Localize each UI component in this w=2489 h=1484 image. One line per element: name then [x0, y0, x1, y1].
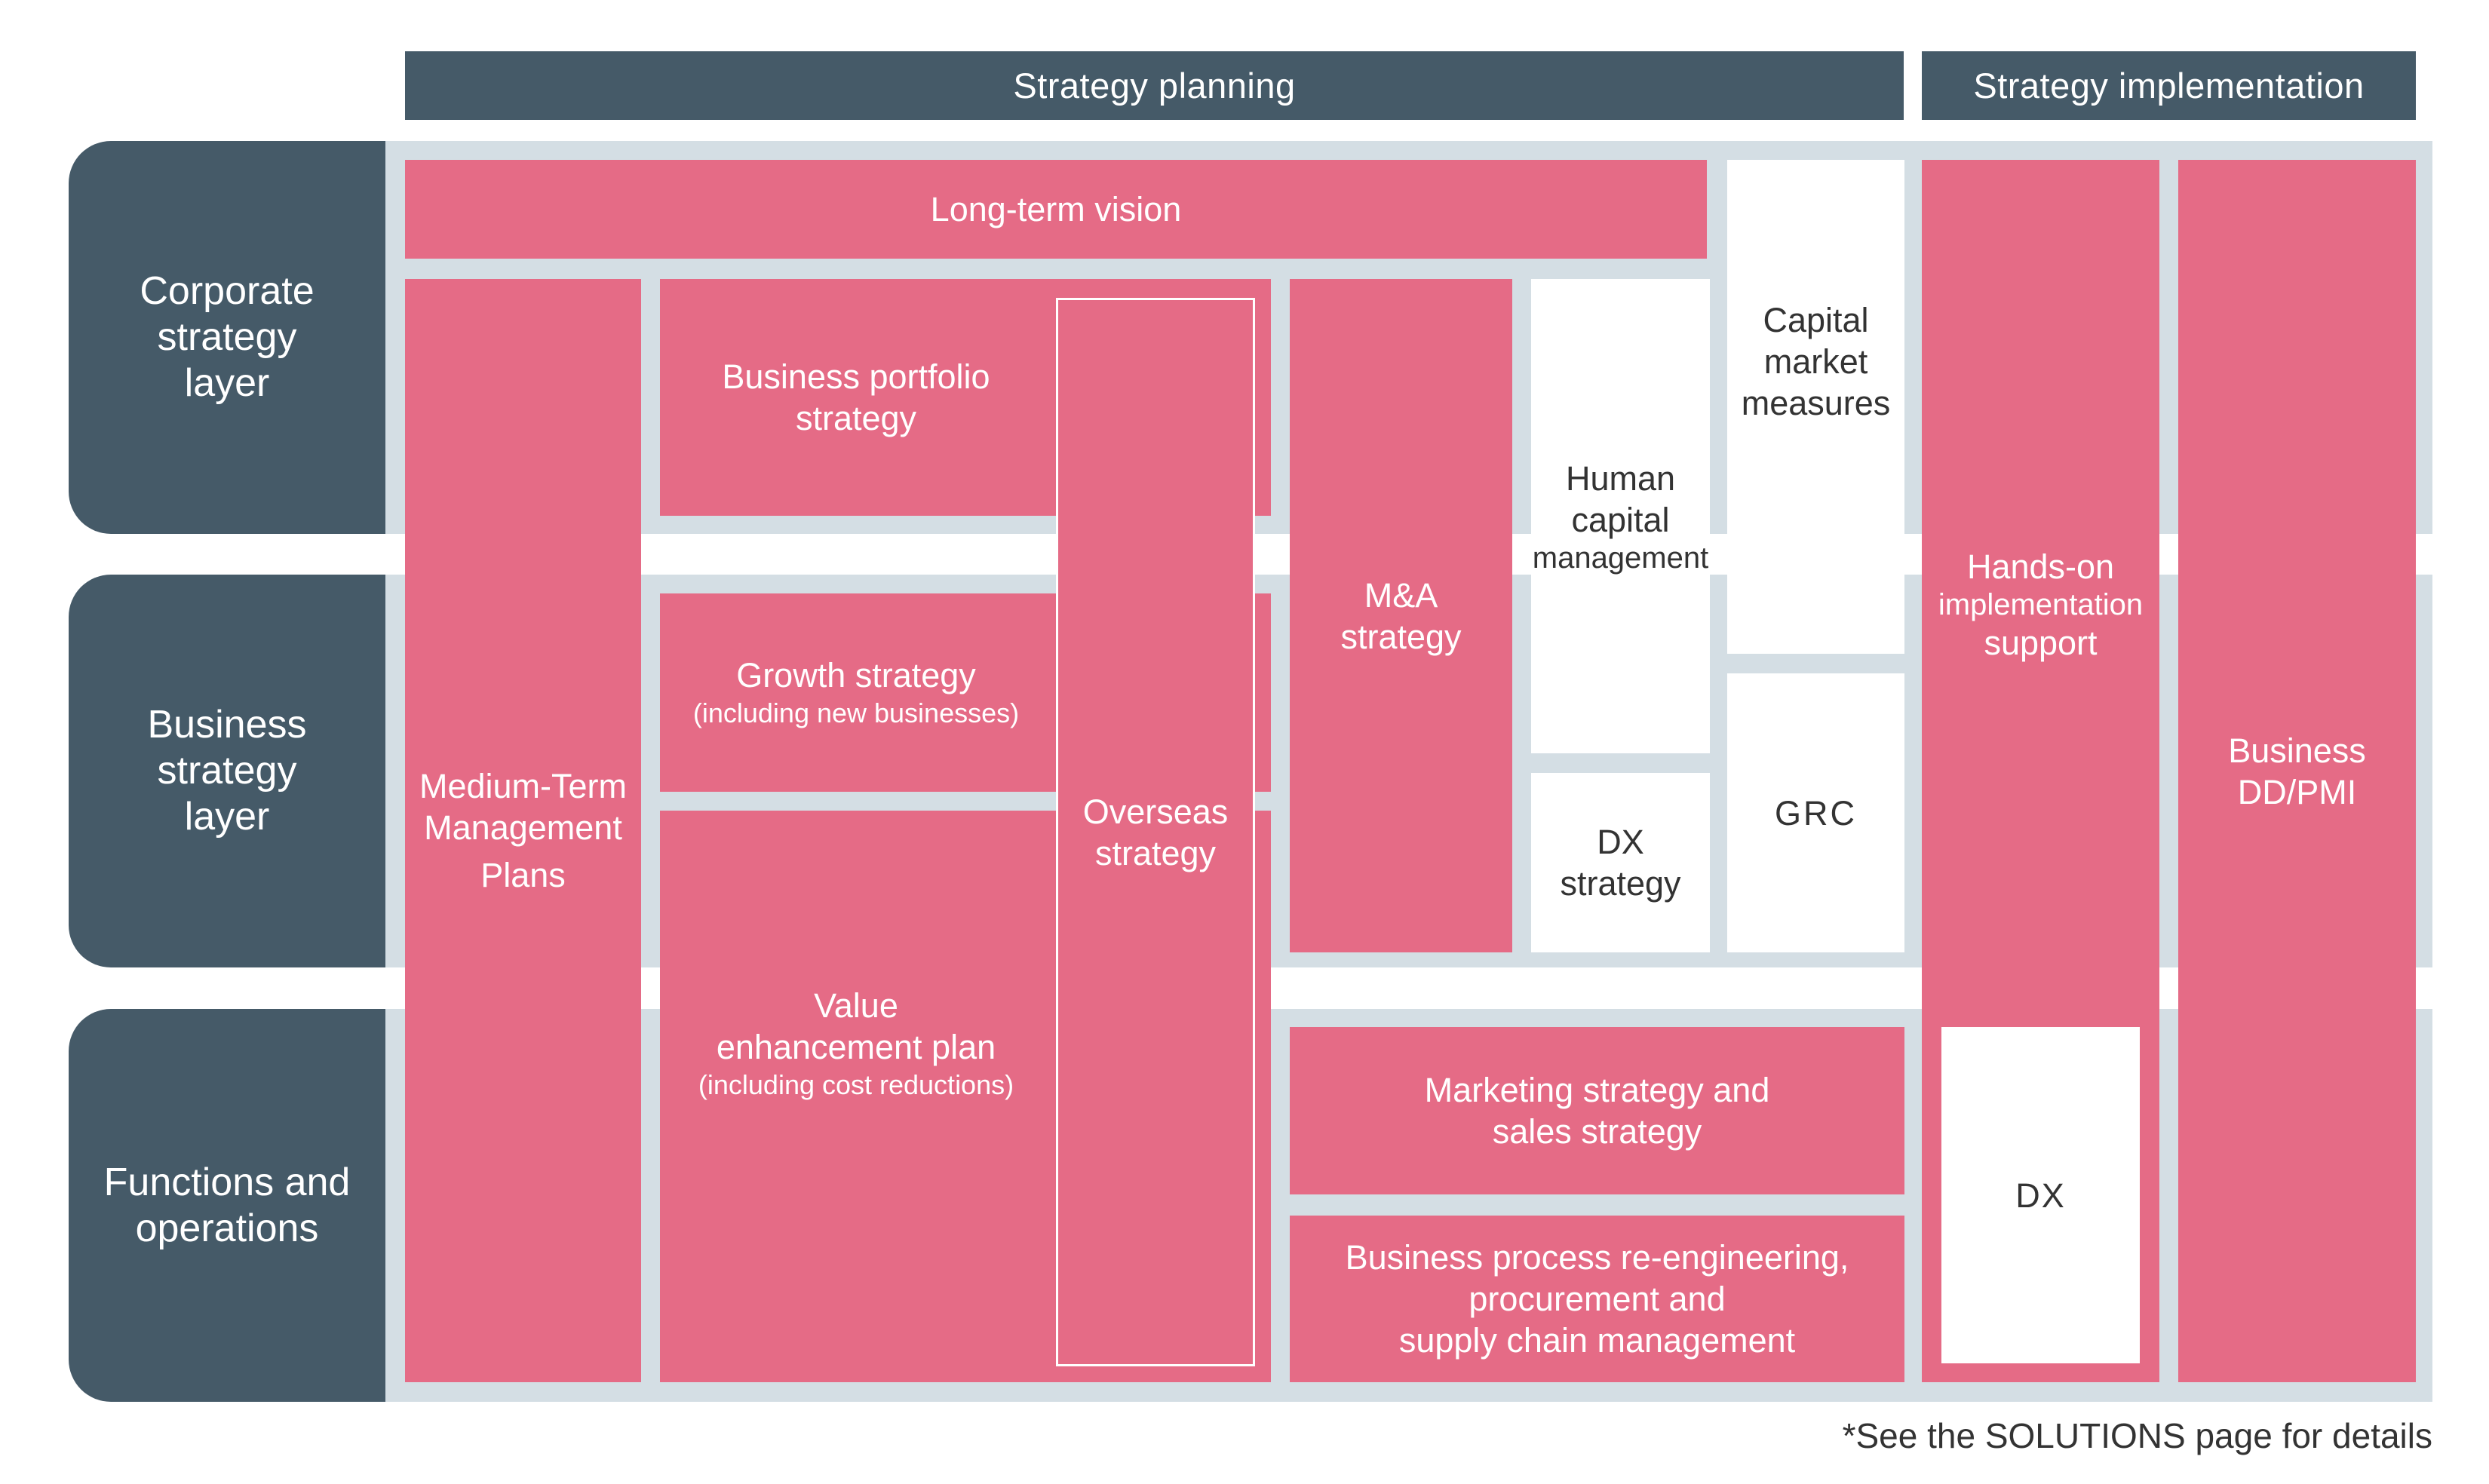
functions-layer-line: operations [135, 1206, 319, 1250]
business-dd-pmi-box: Business DD/PMI [2178, 160, 2416, 1382]
overseas-strategy-line: Overseas [1082, 792, 1229, 831]
functions-layer-line: Functions and [103, 1160, 351, 1204]
strategy-implementation-header: Strategy implementation [1922, 51, 2416, 120]
corporate-strategy-layer-label: Corporate strategy layer [69, 141, 385, 534]
human-capital-line: Human [1565, 458, 1676, 498]
footnote: *See the SOLUTIONS page for details [1842, 1416, 2432, 1455]
value-enhancement-title: enhancement plan [716, 1028, 996, 1066]
bpr-line: Business process re-engineering, [1345, 1238, 1849, 1277]
human-capital-box: Human capital management [1531, 279, 1710, 753]
value-enhancement-text: Value enhancement plan (including cost r… [660, 811, 1052, 1156]
bpr-line: supply chain management [1398, 1321, 1796, 1360]
business-layer-line: Business [147, 703, 307, 747]
business-portfolio-line: Business portfolio [722, 357, 990, 396]
business-layer-line: layer [184, 795, 270, 839]
business-portfolio-text: Business portfolio strategy [660, 279, 1052, 516]
corporate-layer-line: strategy [157, 315, 297, 359]
dx-label: DX [2015, 1176, 2066, 1215]
capital-market-line: market [1763, 342, 1868, 381]
strategy-planning-header: Strategy planning [405, 51, 1904, 120]
functions-operations-layer-label: Functions and operations [69, 1009, 385, 1402]
corporate-layer-line: Corporate [140, 269, 315, 313]
hands-on-support-text: Hands-on implementation support [1922, 529, 2159, 680]
hands-on-line: implementation [1938, 588, 2144, 621]
value-enhancement-note: (including cost reductions) [698, 1069, 1014, 1100]
dx-strategy-line: strategy [1560, 864, 1681, 903]
dx-strategy-line: DX [1597, 823, 1644, 861]
marketing-strategy-box: Marketing strategy and sales strategy [1290, 1027, 1904, 1194]
bpr-box: Business process re-engineering, procure… [1290, 1216, 1904, 1382]
human-capital-line: management [1532, 541, 1709, 575]
business-layer-line: strategy [157, 749, 297, 793]
medium-term-plans-line: Medium-Term [419, 767, 628, 805]
business-portfolio-line: strategy [795, 399, 917, 437]
grc-box: GRC [1727, 673, 1904, 952]
ma-strategy-line: M&A [1364, 575, 1438, 615]
dx-box: DX [1941, 1027, 2140, 1363]
dx-strategy-box: DX strategy [1531, 773, 1710, 952]
long-term-vision-box: Long-term vision [405, 160, 1707, 259]
long-term-vision-label: Long-term vision [930, 190, 1182, 228]
value-enhancement-title: Value [814, 986, 898, 1025]
overseas-strategy-box: Overseas strategy [1056, 298, 1255, 1366]
capital-market-box: Capital market measures [1727, 160, 1904, 654]
hands-on-support-box: Hands-on implementation support DX [1922, 160, 2159, 1382]
ma-strategy-line: strategy [1340, 617, 1462, 656]
hands-on-line: Hands-on [1966, 547, 2115, 586]
corporate-layer-line: layer [184, 361, 270, 405]
overseas-strategy-line: strategy [1094, 833, 1217, 872]
grc-label: GRC [1775, 793, 1857, 832]
growth-strategy-note: (including new businesses) [692, 698, 1020, 728]
marketing-strategy-line: sales strategy [1492, 1112, 1702, 1151]
medium-term-plans-line: Management [424, 808, 622, 847]
medium-term-plans-box: Medium-Term Management Plans [405, 279, 641, 1382]
bpr-line: procurement and [1469, 1280, 1726, 1318]
ma-strategy-box: M&A strategy [1290, 279, 1512, 952]
dd-pmi-line: Business [2228, 731, 2366, 770]
marketing-strategy-line: Marketing strategy and [1424, 1071, 1770, 1109]
growth-strategy-text: Growth strategy (including new businesse… [660, 593, 1052, 792]
dd-pmi-line: DD/PMI [2237, 772, 2357, 811]
capital-market-line: Capital [1763, 301, 1869, 339]
human-capital-line: capital [1571, 500, 1670, 539]
capital-market-line: measures [1741, 384, 1891, 422]
business-strategy-layer-label: Business strategy layer [69, 575, 385, 967]
medium-term-plans-line: Plans [480, 856, 566, 894]
hands-on-line: support [1984, 624, 2098, 662]
growth-strategy-title: Growth strategy [736, 656, 976, 694]
